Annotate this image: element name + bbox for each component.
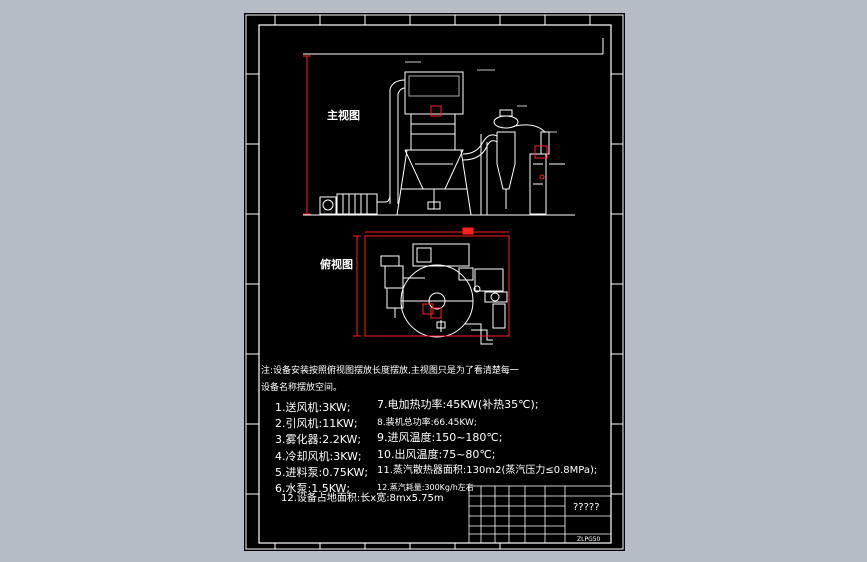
front-view-leaders	[405, 53, 557, 133]
spec-item-1: 1.送风机:3KW;	[275, 401, 351, 414]
cad-drawing	[245, 14, 624, 550]
top-view-label: 俯视图	[320, 258, 353, 271]
title-block-code: ZLPG50	[577, 536, 601, 543]
front-view	[303, 38, 604, 216]
zone-ticks	[246, 15, 623, 549]
spec-item-4: 4.冷却风机:3KW;	[275, 450, 362, 463]
spec-item-10: 10.出风温度:75~80℃;	[377, 448, 496, 461]
spec-item-6: 6.水泵:1.5KW;	[275, 482, 351, 495]
spec-item-11: 11.蒸汽散热器面积:130m2(蒸汽压力≤0.8MPa);	[377, 465, 598, 476]
top-view-dimensions	[353, 227, 510, 337]
footprint-note: 12.设备占地面积:长x宽:8mx5.75m	[281, 493, 444, 504]
spec-item-2: 2.引风机:11KW;	[275, 417, 358, 430]
title-block-grid	[468, 485, 612, 544]
spec-item-8: 8.装机总功率:66.45KW;	[377, 418, 477, 428]
title-block-title: ?????	[573, 502, 600, 513]
front-view-label: 主视图	[327, 109, 360, 122]
spec-item-12: 12.蒸汽耗量:300Kg/h左右	[377, 483, 474, 492]
drawing-sheet: 主视图 俯视图 注:设备安装按照俯视图摆放长度摆放,主视图只是为了看清楚每一 设…	[244, 13, 625, 551]
main-note-line-2: 设备名称摆放空间。	[261, 383, 343, 393]
spec-item-7: 7.电加热功率:45KW(补热35℃);	[377, 398, 539, 411]
spec-item-3: 3.雾化器:2.2KW;	[275, 433, 362, 446]
spec-item-9: 9.进风温度:150~180℃;	[377, 431, 503, 444]
front-view-dimensions	[303, 55, 548, 215]
spec-item-5: 5.进料泵:0.75KW;	[275, 466, 369, 479]
main-note-line-1: 注:设备安装按照俯视图摆放长度摆放,主视图只是为了看清楚每一	[261, 366, 519, 376]
top-view	[380, 243, 508, 345]
